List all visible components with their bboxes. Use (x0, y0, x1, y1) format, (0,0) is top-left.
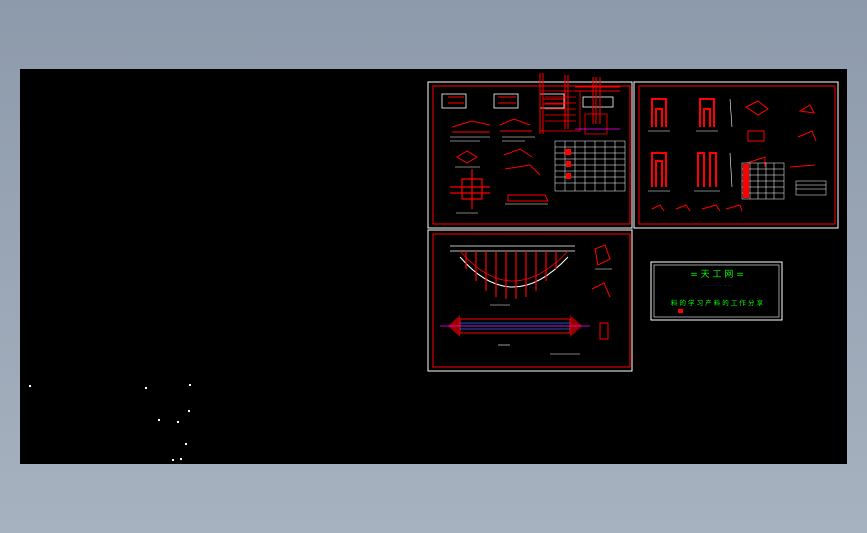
detail-drawing-sheet[interactable] (427, 73, 633, 229)
svg-text:· · · · · · · · · · · ·: · · · · · · · · · · · · (702, 283, 731, 288)
arch-bridge-sheet[interactable] (427, 229, 633, 372)
cad-drawing-canvas[interactable]: = 天 工 网 = · · · · · · · · · · · · 料 的 学 … (20, 69, 847, 464)
column-detail-sheet[interactable] (633, 81, 839, 229)
cad-model-viewport[interactable]: = 天 工 网 = · · · · · · · · · · · · 料 的 学 … (20, 69, 847, 464)
stray-points (29, 384, 191, 461)
logo-tagline: 料 的 学 习 产 料 的 工 作 分 享 (671, 298, 764, 307)
watermark-logo-block: = 天 工 网 = · · · · · · · · · · · · 料 的 学 … (650, 261, 783, 321)
logo-title: = 天 工 网 = (690, 269, 744, 280)
